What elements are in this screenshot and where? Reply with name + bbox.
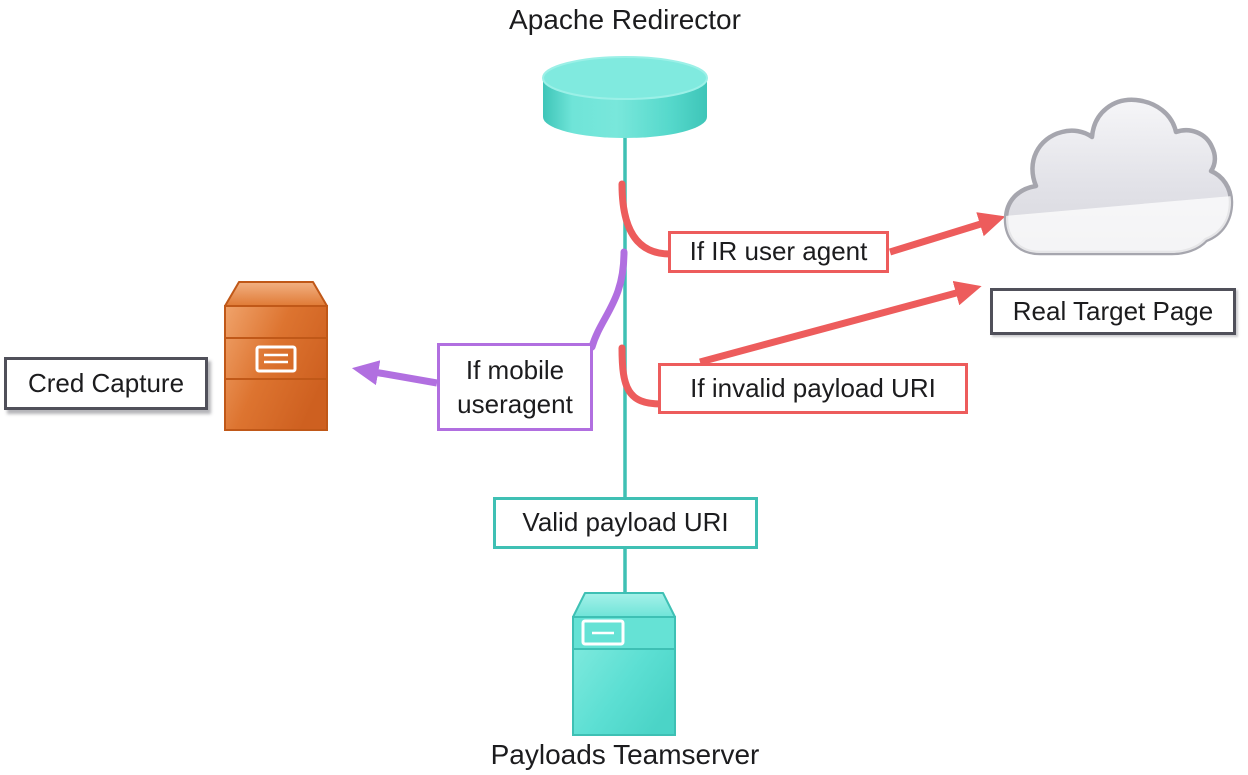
node-label-real-target-page: Real Target Page	[990, 288, 1236, 335]
edge-label-valid-payload-uri: Valid payload URI	[493, 497, 758, 549]
arrow-to-real-target-page	[699, 280, 982, 366]
node-label-cred-capture: Cred Capture	[4, 357, 208, 410]
database-cylinder-icon	[542, 56, 708, 138]
edge-label-if-ir-user-agent: If IR user agent	[668, 231, 889, 273]
edge-if-mobile-useragent-curve	[588, 248, 628, 351]
arrow-to-cloud	[888, 212, 1006, 256]
arrow-to-cred-capture	[351, 360, 438, 387]
server-box-teal-icon	[572, 592, 676, 736]
payloads-teamserver-label: Payloads Teamserver	[490, 739, 760, 770]
apache-redirector-label: Apache Redirector	[509, 4, 741, 35]
edge-label-if-invalid-payload-uri: If invalid payload URI	[658, 363, 968, 414]
cloud-icon	[1003, 97, 1234, 256]
server-box-orange-icon	[224, 281, 328, 431]
edge-if-invalid-payload-curve	[618, 344, 665, 408]
edge-if-ir-user-agent-curve	[618, 180, 674, 258]
edge-label-if-mobile-useragent: If mobile useragent	[437, 343, 593, 431]
